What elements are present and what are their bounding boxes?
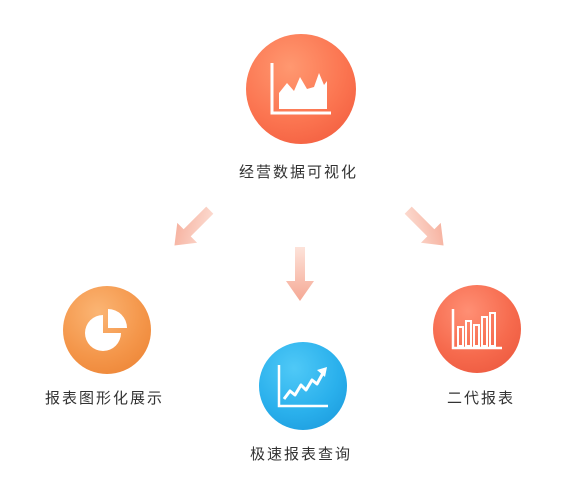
arrow-down-right-icon xyxy=(404,206,444,246)
area-chart-icon xyxy=(270,63,331,115)
data-visualization-label: 经营数据可视化 xyxy=(239,163,359,181)
second-gen-report-node[interactable] xyxy=(433,285,521,373)
fast-report-query-label: 极速报表查询 xyxy=(250,445,353,463)
chart-report-display-node[interactable] xyxy=(63,286,151,374)
arrow-down-icon xyxy=(286,247,314,301)
bar-chart-icon xyxy=(451,309,502,350)
second-gen-report-label: 二代报表 xyxy=(447,389,516,407)
pie-chart-icon xyxy=(85,309,127,351)
data-visualization-node[interactable] xyxy=(246,34,356,144)
arrow-down-left-icon xyxy=(174,206,214,246)
fast-report-query-node[interactable] xyxy=(259,342,347,430)
trending-line-icon xyxy=(277,365,328,408)
chart-report-display-label: 报表图形化展示 xyxy=(45,389,165,407)
